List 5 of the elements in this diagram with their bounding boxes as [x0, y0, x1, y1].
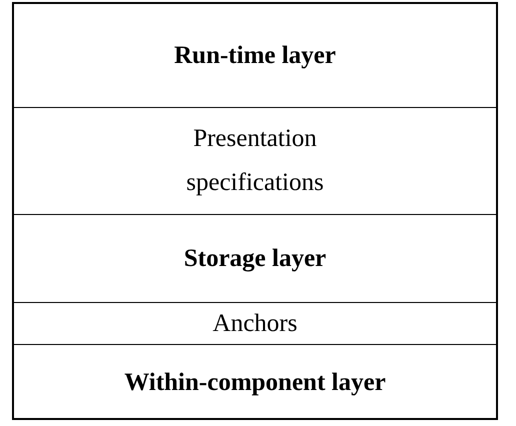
layer-label: Presentation specifications	[185, 124, 325, 198]
layer-label: Anchors	[212, 308, 298, 339]
layer-label: Within-component layer	[124, 368, 386, 398]
layer-label: Run-time layer	[174, 40, 336, 71]
layer-label: Storage layer	[184, 244, 326, 274]
